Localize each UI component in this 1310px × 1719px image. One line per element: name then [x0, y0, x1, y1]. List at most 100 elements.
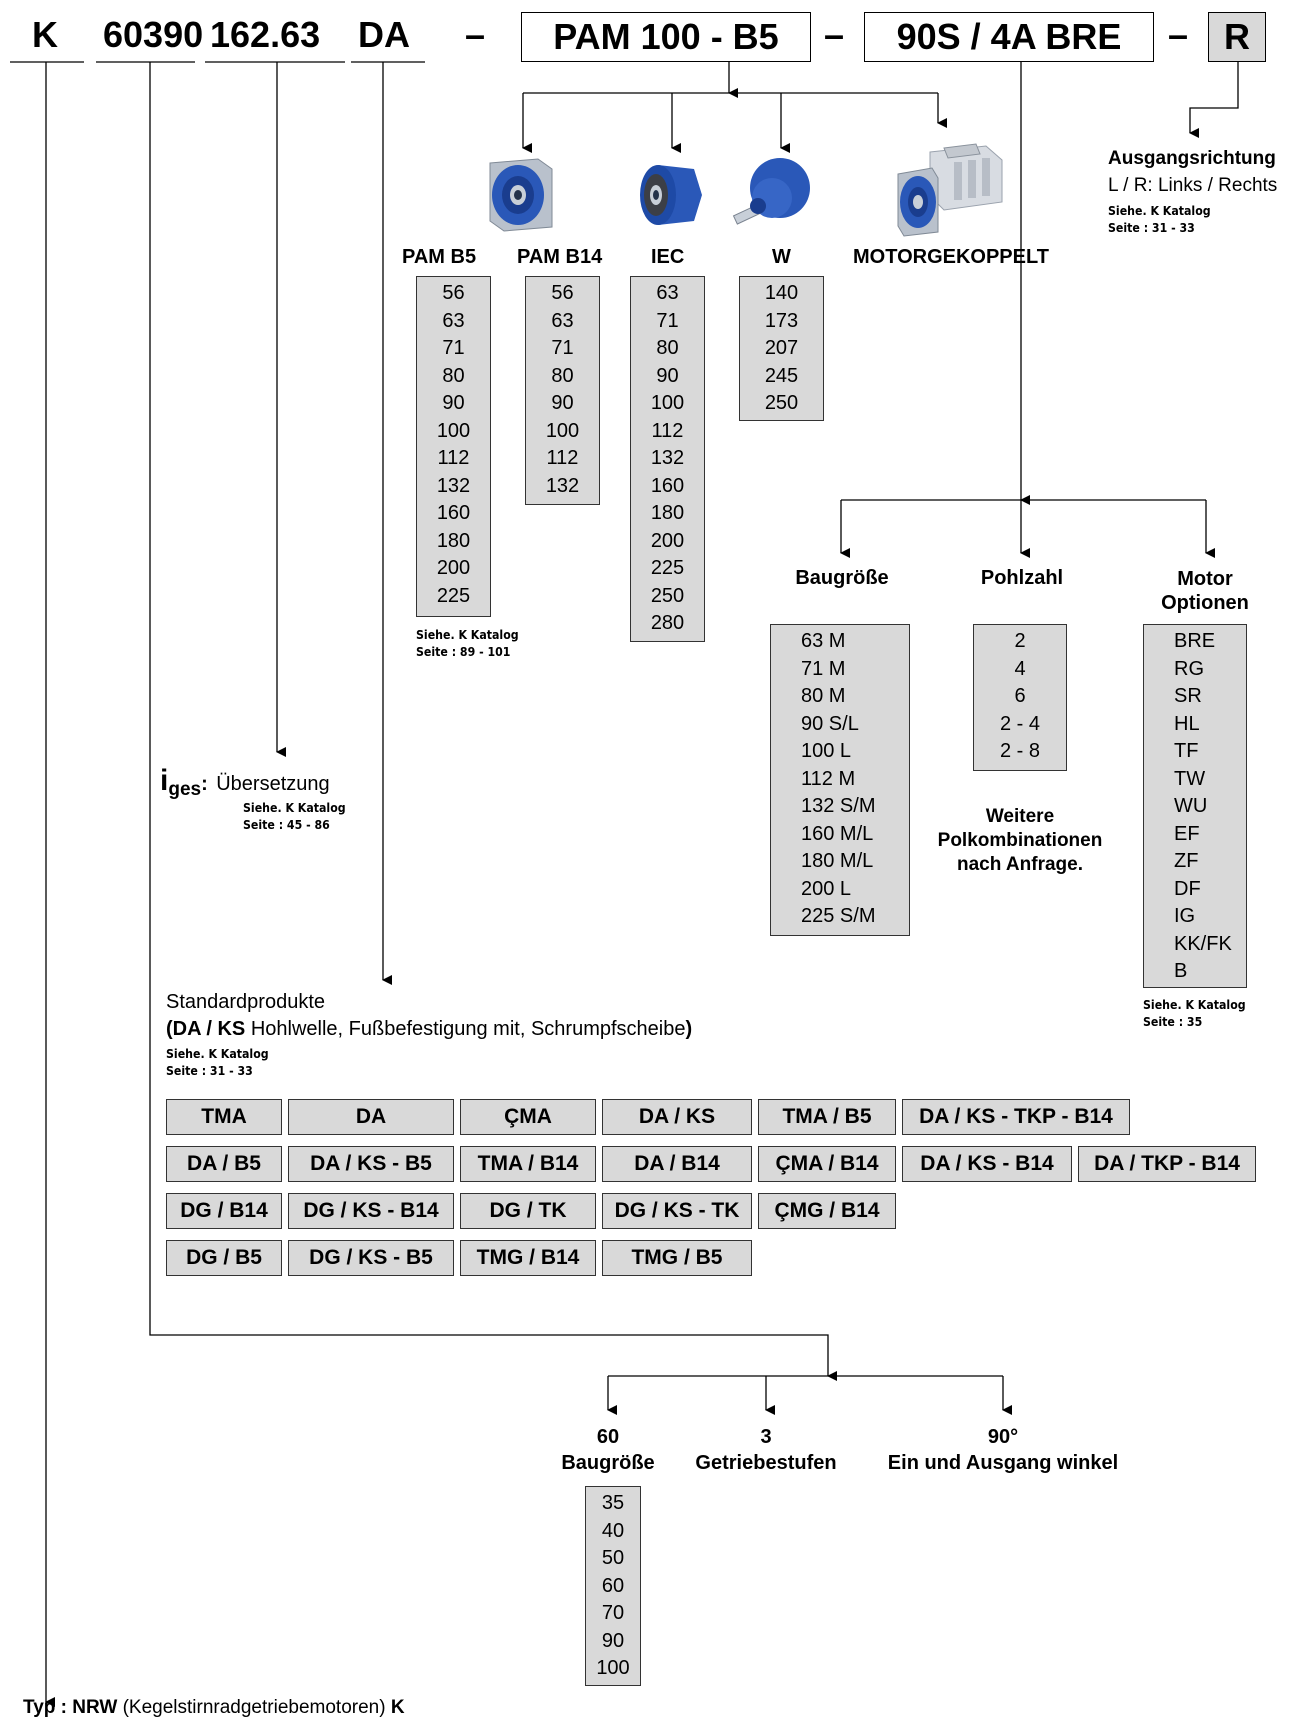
list-value: 2: [1014, 630, 1026, 652]
list-value: 100: [596, 1657, 630, 1679]
product-code: ÇMA / B14: [758, 1146, 896, 1182]
list-value: 132: [650, 447, 685, 469]
list-value: 63: [442, 309, 465, 332]
ratio-info: iges: Übersetzung: [160, 764, 330, 800]
list-value: 40: [601, 1519, 625, 1542]
product-code: DG / B5: [166, 1240, 282, 1276]
product-code: DG / KS - B14: [288, 1193, 454, 1229]
list-value: 100: [545, 419, 580, 442]
code-size: 60390: [103, 14, 204, 55]
list-value: 250: [650, 584, 685, 607]
code-dash: –: [1168, 14, 1189, 55]
pam-b14-flange-icon: [640, 165, 702, 225]
list-value: 140: [764, 282, 799, 304]
list-value: WU: [1174, 795, 1208, 817]
list-value: 100: [650, 392, 685, 414]
list-value: 71: [442, 337, 465, 359]
output-direction-desc: L / R: Links / Rechts: [1108, 175, 1278, 196]
product-code: TMA / B5: [758, 1099, 896, 1135]
product-code: DG / B14: [166, 1193, 282, 1229]
list-value: 50: [601, 1547, 625, 1569]
list-value: 6: [1014, 685, 1026, 707]
product-code: TMG / B5: [602, 1240, 752, 1276]
pam-b5-flange-icon: [489, 158, 553, 232]
list-value: 90: [442, 392, 465, 414]
input-type-label: PAM B14: [517, 246, 603, 268]
output-direction-title: Ausgangsrichtung: [1108, 148, 1276, 169]
list-value: 200 L: [801, 877, 852, 900]
list-value: 80 M: [801, 685, 846, 707]
motor-size-label: Baugröße: [795, 567, 889, 589]
list-value: 225 S/M: [801, 905, 876, 927]
list-value: 225: [436, 584, 471, 607]
list-value: 160: [436, 502, 471, 524]
standard-products-title: Standardprodukte: [166, 991, 326, 1013]
list-value: 100 L: [801, 740, 852, 762]
list-value: 112: [546, 447, 579, 469]
list-value: 90: [551, 392, 574, 414]
product-code: DA / KS - B5: [288, 1146, 454, 1182]
input-type-label: IEC: [651, 246, 685, 268]
list-value: 4: [1014, 657, 1026, 680]
list-value: 56: [551, 282, 574, 304]
code-dash: –: [824, 14, 845, 55]
product-code: DG / KS - TK: [602, 1193, 752, 1229]
list-value: 63: [656, 282, 679, 304]
product-code: DA / KS - B14: [902, 1146, 1072, 1182]
list-value: 250: [764, 392, 799, 414]
list-value: BRE: [1174, 630, 1216, 652]
list-value: 280: [650, 612, 685, 634]
code-direction-box: R: [1208, 12, 1266, 62]
list-value: 112: [437, 447, 470, 469]
input-type-label: PAM B5: [402, 246, 477, 268]
code-type-letter: K: [32, 14, 58, 55]
product-code: DA / TKP - B14: [1078, 1146, 1256, 1182]
product-code: TMA: [166, 1099, 282, 1135]
list-value: DF: [1174, 877, 1201, 900]
list-value: 2 - 8: [999, 740, 1041, 762]
product-code: TMG / B14: [460, 1240, 596, 1276]
product-code: DA: [288, 1099, 454, 1135]
list-value: 71: [551, 337, 574, 359]
list-value: 90: [656, 364, 679, 387]
code-ratio: 162.63: [210, 14, 321, 55]
coupled-motor-icon: [897, 143, 1003, 237]
gear-size-list: 35 40 50 60 70 90 100: [585, 1486, 641, 1686]
product-code: DG / TK: [460, 1193, 596, 1229]
product-code: ÇMG / B14: [758, 1193, 896, 1229]
type-description: Typ : NRW (Kegelstirnradgetriebemotoren)…: [23, 1697, 405, 1718]
list-value: 71 M: [801, 657, 846, 680]
product-code: TMA / B14: [460, 1146, 596, 1182]
gear-angle-label: 90°Ein und Ausgang winkel: [887, 1426, 1119, 1474]
input-type-label: MOTORGEKOPPELT: [853, 246, 1049, 268]
list-value: 80: [551, 364, 574, 387]
list-value: 100: [436, 419, 471, 442]
product-code: DA / KS: [602, 1099, 752, 1135]
list-value: 112 M: [801, 767, 856, 790]
list-value: 70: [601, 1602, 625, 1624]
w-input-shaft-icon: [732, 158, 810, 225]
pole-count-label: Pohlzahl: [980, 567, 1064, 589]
code-adapter-box: PAM 100 - B5: [521, 12, 811, 62]
list-value: 35: [601, 1492, 625, 1514]
list-value: 112: [651, 419, 684, 442]
list-value: 207: [764, 337, 799, 359]
list-value: RG: [1174, 657, 1204, 680]
list-value: 180: [436, 529, 471, 552]
list-value: 90: [601, 1629, 625, 1652]
list-value: 90 S/L: [801, 712, 859, 735]
list-value: 71: [656, 309, 679, 332]
list-value: 173: [764, 309, 799, 332]
list-value: 132: [436, 474, 471, 497]
list-value: 60: [601, 1574, 625, 1597]
list-value: ZF: [1174, 850, 1199, 872]
